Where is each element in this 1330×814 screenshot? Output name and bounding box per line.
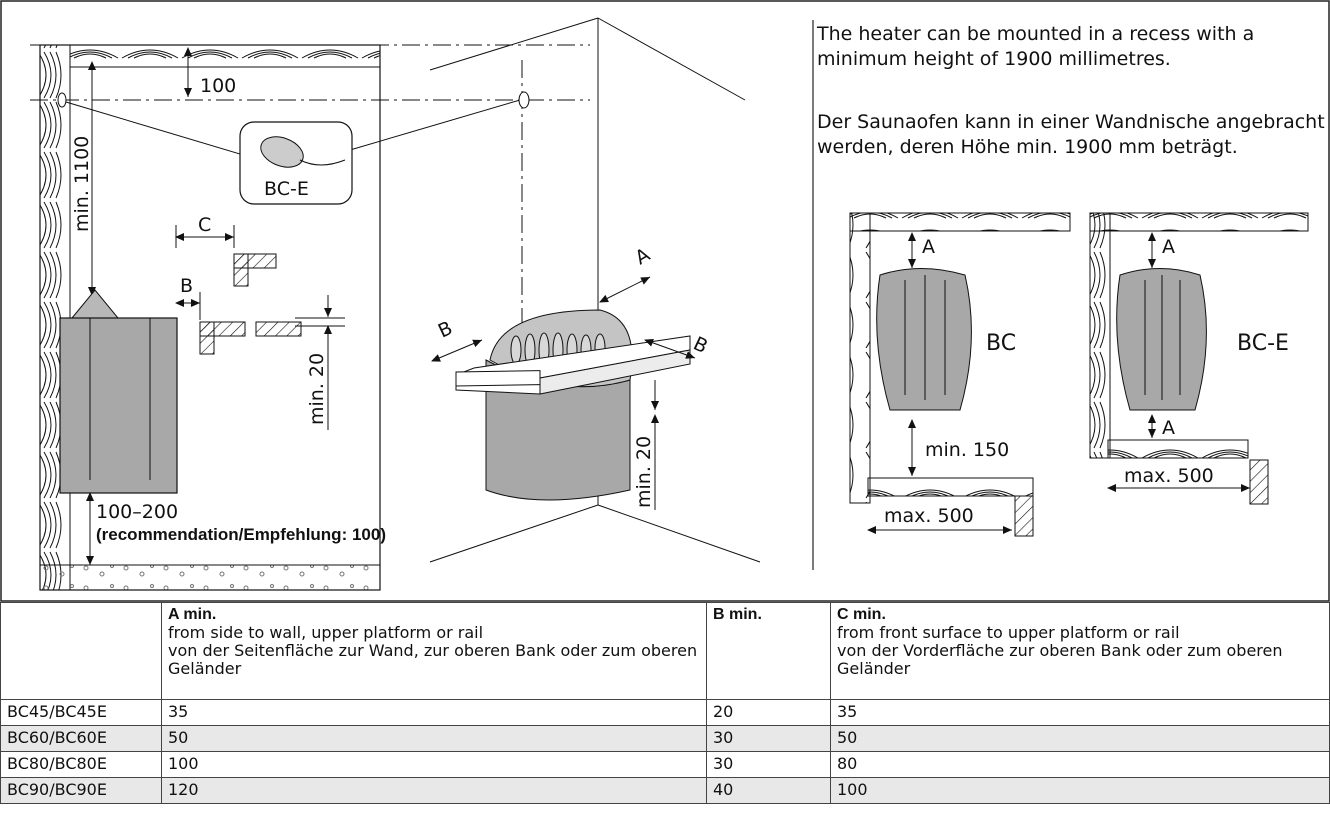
- figure-border: [0, 0, 1330, 602]
- mounting-note-german: Der Saunaofen kann in einer Wandnische a…: [817, 111, 1325, 158]
- header-c-title: C min.: [837, 606, 886, 623]
- dim-floor-note: (recommendation/Empfehlung: 100): [96, 525, 386, 544]
- dim-b-left-label-mid: B: [435, 317, 456, 342]
- max500-bce-label: max. 500: [1124, 465, 1214, 487]
- table-row: BC80/BC80E 100 30 80: [0, 751, 1330, 778]
- a-top-bce-label: A: [1162, 236, 1175, 258]
- dim-c-label: C: [198, 214, 211, 236]
- min150-label: min. 150: [925, 439, 1009, 461]
- max500-bc-label: max. 500: [884, 505, 974, 527]
- dim-1100-label: min. 1100: [71, 136, 93, 232]
- controller-label: BC-E: [264, 178, 309, 200]
- a-top-bc-label: A: [922, 236, 935, 258]
- installation-figure: 100 min. 1100 BC-E C B min. 20 100–200 (…: [0, 0, 1330, 602]
- recess-bc-drawing: [849, 212, 1071, 537]
- dim-100-label: 100: [200, 75, 236, 97]
- header-c: C min. from front surface to upper platf…: [830, 602, 1330, 700]
- corner-perspective-drawing: [429, 17, 761, 563]
- a-cell: 50: [161, 725, 707, 752]
- a-cell: 35: [161, 699, 707, 726]
- b-cell: 30: [706, 725, 831, 752]
- dim-b-right-label-mid: B: [690, 333, 711, 358]
- dim-20-label-mid: min. 20: [633, 436, 655, 508]
- table-row: BC45/BC45E 35 20 35: [0, 699, 1330, 726]
- model-cell: BC60/BC60E: [0, 725, 162, 752]
- header-a-desc-en: from side to wall, upper platform or rai…: [168, 623, 484, 642]
- left-elevation-drawing: [30, 44, 590, 591]
- header-c-desc-en: from front surface to upper platform or …: [837, 623, 1180, 642]
- c-cell: 35: [830, 699, 1330, 726]
- header-model: [0, 602, 162, 700]
- recess-bce-drawing: [1089, 212, 1309, 505]
- c-cell: 50: [830, 725, 1330, 752]
- a-bottom-bce-label: A: [1162, 417, 1175, 439]
- model-cell: BC45/BC45E: [0, 699, 162, 726]
- dim-b-label: B: [180, 275, 193, 297]
- bce-model-label: BC-E: [1237, 331, 1289, 356]
- header-a: A min. from side to wall, upper platform…: [161, 602, 707, 700]
- table-row: BC90/BC90E 120 40 100: [0, 777, 1330, 804]
- header-a-desc-de: von der Seitenfläche zur Wand, zur obere…: [168, 641, 698, 678]
- table-row: BC60/BC60E 50 30 50: [0, 725, 1330, 752]
- c-cell: 100: [830, 777, 1330, 804]
- b-cell: 20: [706, 699, 831, 726]
- a-cell: 100: [161, 751, 707, 778]
- model-cell: BC80/BC80E: [0, 751, 162, 778]
- b-cell: 40: [706, 777, 831, 804]
- c-cell: 80: [830, 751, 1330, 778]
- bc-model-label: BC: [986, 331, 1016, 356]
- dim-floor-label: 100–200: [96, 501, 178, 523]
- dim-20-label: min. 20: [306, 353, 328, 425]
- table-header-row: A min. from side to wall, upper platform…: [0, 602, 1330, 700]
- a-cell: 120: [161, 777, 707, 804]
- dim-a-label-mid: A: [632, 244, 654, 270]
- clearance-table: A min. from side to wall, upper platform…: [0, 602, 1330, 804]
- model-cell: BC90/BC90E: [0, 777, 162, 804]
- header-b: B min.: [706, 602, 831, 700]
- header-c-desc-de: von der Vorderfläche zur oberen Bank ode…: [837, 641, 1283, 678]
- b-cell: 30: [706, 751, 831, 778]
- header-b-title: B min.: [713, 606, 762, 623]
- header-a-title: A min.: [168, 606, 217, 623]
- mounting-note-english: The heater can be mounted in a recess wi…: [817, 23, 1255, 70]
